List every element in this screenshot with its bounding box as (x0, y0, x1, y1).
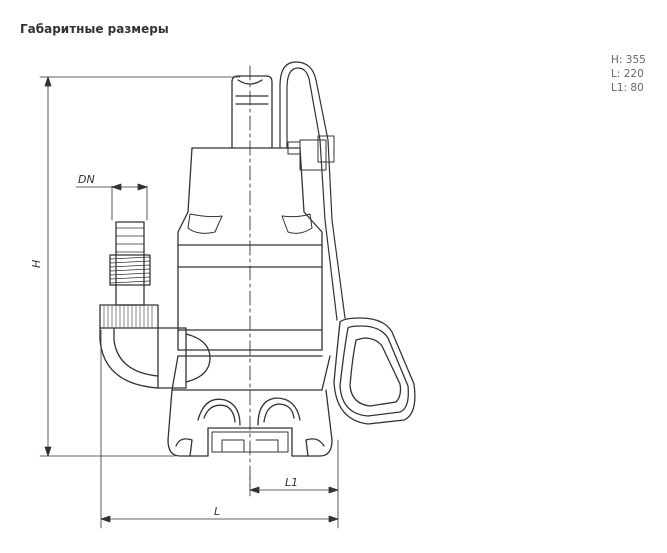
label-l: L (214, 505, 220, 518)
height-extension-lines (39, 76, 241, 457)
dimension-l1: L1: 80 (611, 82, 644, 94)
label-l1: L1 (285, 476, 298, 489)
threaded-connector (109, 221, 151, 306)
height-dimension-line (44, 76, 52, 457)
float-switch (279, 61, 416, 425)
dn-dimension-line (75, 183, 148, 221)
label-dn: DN (78, 173, 95, 186)
label-h: H (30, 260, 43, 268)
section-title: Габаритные размеры (20, 22, 169, 36)
length-dimension-line (100, 329, 339, 529)
dimension-values: H: 355 L: 220 L1: 80 (611, 53, 646, 95)
dimension-l: L: 220 (611, 68, 644, 80)
outlet-elbow (99, 304, 211, 389)
dimension-h: H: 355 (611, 54, 646, 66)
pump-body (167, 75, 333, 457)
